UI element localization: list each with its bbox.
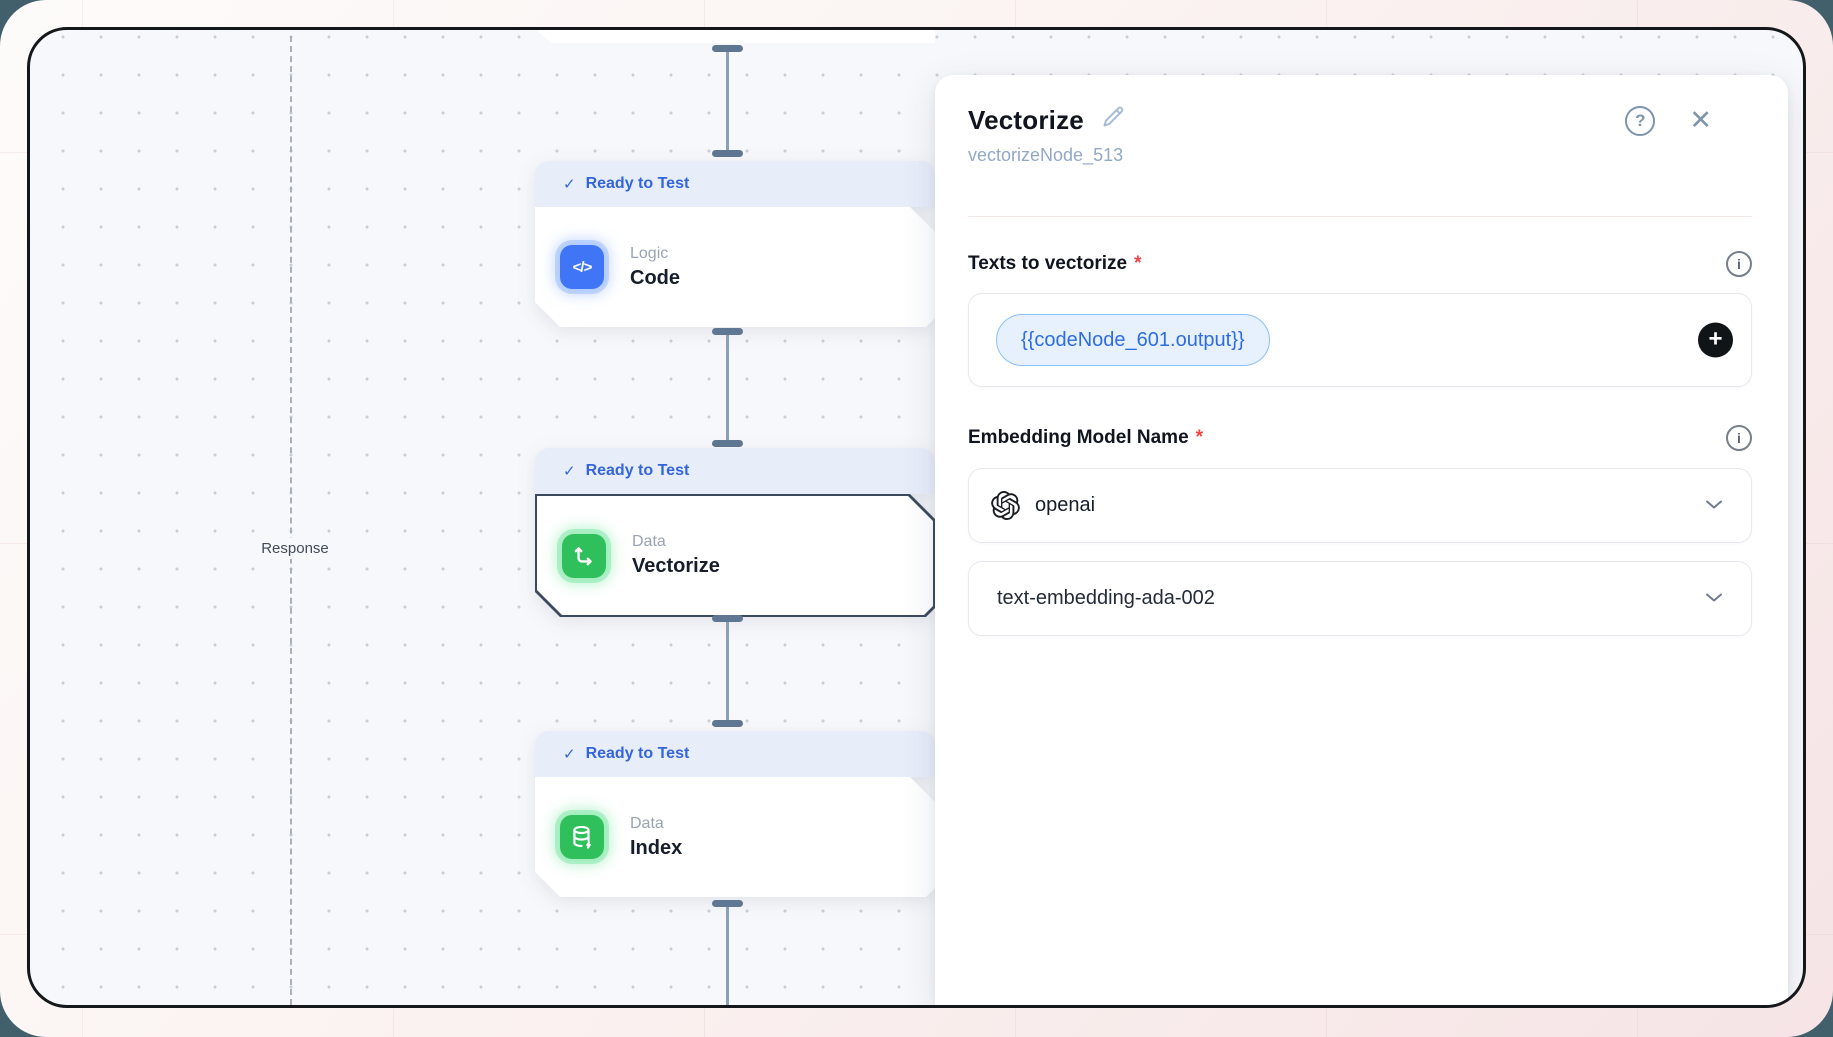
response-boundary-line (290, 36, 292, 1005)
node-card-index[interactable]: ✓ Ready to Test (535, 731, 935, 897)
embedding-model-name-label: Embedding Model Name (968, 427, 1189, 448)
node-status-banner: ✓ Ready to Test (535, 731, 935, 777)
plus-icon[interactable]: + (1698, 322, 1733, 358)
node-body[interactable]: Data Vectorize (537, 496, 933, 615)
connector-input-handle[interactable] (712, 150, 743, 157)
close-icon[interactable]: ✕ (1689, 105, 1712, 135)
divider (968, 216, 1752, 217)
node-status-text: Ready to Test (585, 462, 690, 479)
required-mark: * (1134, 253, 1142, 274)
check-icon: ✓ (563, 746, 576, 763)
edge-label-response: Response (240, 538, 350, 559)
node-body[interactable]: Data Index (535, 777, 935, 897)
node-status-text: Ready to Test (585, 175, 690, 192)
database-icon (560, 815, 604, 859)
node-name: Code (630, 266, 680, 289)
connector-input-handle[interactable] (712, 440, 743, 447)
connector-input-handle[interactable] (712, 720, 743, 727)
chevron-down-icon (1705, 497, 1723, 515)
provider-value: openai (1035, 494, 1096, 516)
node-status-banner: ✓ Ready to Test (535, 448, 935, 494)
connector-line (726, 622, 729, 720)
connector-output-handle[interactable] (712, 900, 743, 907)
node-name: Index (630, 836, 683, 859)
check-icon: ✓ (563, 176, 576, 193)
openai-logo-icon (991, 491, 1020, 520)
info-icon[interactable]: i (1726, 425, 1752, 451)
connector-line (726, 335, 729, 440)
help-icon[interactable]: ? (1625, 105, 1656, 136)
node-status-text: Ready to Test (585, 745, 690, 762)
code-icon: </> (560, 245, 604, 289)
node-body[interactable]: </> Logic Code (535, 207, 935, 327)
edit-pencil-icon[interactable] (1100, 103, 1127, 135)
workflow-canvas[interactable]: Response ✓ Ready to Test </> (30, 30, 1803, 1005)
partial-node-card[interactable] (535, 27, 935, 43)
selected-node-outline: Data Vectorize (535, 494, 935, 617)
node-category: Logic (630, 244, 669, 262)
node-status-banner: ✓ Ready to Test (535, 161, 935, 207)
node-name: Vectorize (632, 555, 720, 577)
connector-output-handle[interactable] (712, 45, 743, 52)
panel-title: Vectorize (968, 105, 1084, 135)
connector-line (726, 907, 729, 1005)
node-properties-panel: Vectorize ? ✕ vectorizeNode_513 Text (935, 75, 1788, 1005)
node-card-code[interactable]: ✓ Ready to Test </> Logic Code (535, 161, 935, 327)
variable-chip[interactable]: {{codeNode_601.output}} (996, 314, 1270, 366)
node-card-vectorize[interactable]: ✓ Ready to Test (535, 448, 935, 617)
chevron-down-icon (1705, 590, 1723, 608)
texts-to-vectorize-input[interactable]: {{codeNode_601.output}} + (968, 293, 1752, 387)
required-mark: * (1195, 427, 1204, 448)
vectorize-icon (562, 534, 606, 578)
connector-output-handle[interactable] (712, 328, 743, 335)
texts-to-vectorize-label: Texts to vectorize (968, 253, 1128, 274)
info-icon[interactable]: i (1726, 251, 1752, 277)
model-select[interactable]: text-embedding-ada-002 (968, 561, 1752, 636)
app-window: Response ✓ Ready to Test </> (27, 27, 1806, 1008)
check-icon: ✓ (563, 463, 576, 480)
provider-select[interactable]: openai (968, 468, 1752, 543)
connector-output-handle[interactable] (712, 615, 743, 622)
node-id: vectorizeNode_513 (968, 145, 1124, 165)
connector-line (726, 52, 729, 150)
node-category: Data (632, 533, 666, 550)
model-value: text-embedding-ada-002 (997, 587, 1215, 609)
node-category: Data (630, 814, 664, 832)
